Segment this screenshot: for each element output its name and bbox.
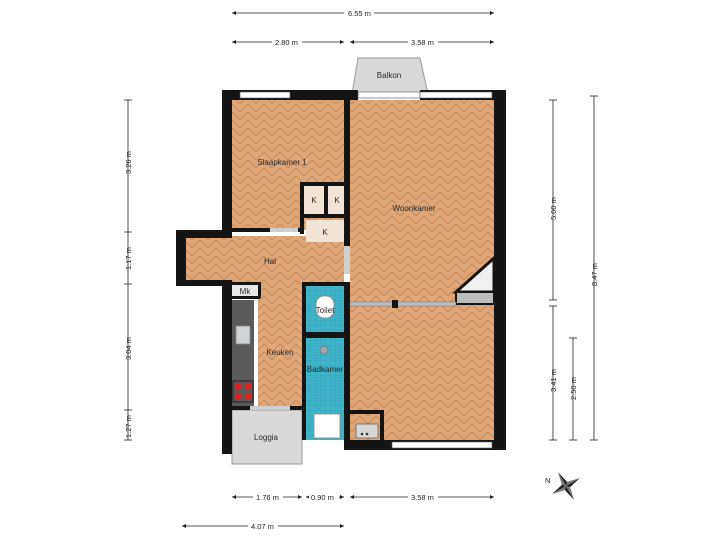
loggia-area — [231, 409, 303, 465]
dim-label-bottom-total: 4.07 m — [251, 522, 274, 531]
room-label-keuken: Keuken — [266, 348, 293, 357]
k1-floor — [304, 186, 324, 214]
room-label-k1: K — [311, 196, 317, 205]
wall — [302, 332, 350, 338]
dim-label-bottom-2: 0.90 m — [311, 493, 334, 502]
dim-label-bg — [408, 492, 438, 502]
wall — [344, 282, 350, 440]
room-label-loggia: Loggia — [254, 433, 279, 442]
room-label-toilet: Toilet — [316, 306, 335, 315]
kitchen-counter — [232, 300, 254, 406]
dim-label-left-4: 1.27 m — [124, 415, 133, 438]
door — [344, 246, 350, 274]
wall — [392, 300, 398, 308]
wall — [494, 90, 506, 450]
woonkamer-floor — [350, 100, 494, 306]
wall — [232, 282, 260, 285]
wall — [302, 282, 350, 286]
wall — [222, 90, 232, 232]
dim-label-right-total: 8.47 m — [590, 263, 599, 286]
wall — [300, 214, 346, 218]
room-label-slaapkamer: Slaapkamer 1 — [257, 158, 307, 167]
dim-label-top-right: 3.58 m — [411, 38, 434, 47]
toilet-bowl — [315, 295, 335, 319]
dim-label-bg — [248, 521, 278, 531]
wall — [302, 282, 306, 440]
room-label-hal: Hal — [264, 257, 276, 266]
dim-label-bg — [344, 8, 374, 18]
compass-north-label: N — [545, 476, 550, 485]
meter-box — [355, 423, 379, 439]
hal-floor — [186, 236, 344, 284]
dim-label-bg — [408, 37, 438, 47]
stove-burner — [244, 392, 252, 400]
wall — [176, 280, 222, 286]
compass-icon — [552, 472, 580, 500]
wall — [222, 410, 232, 454]
room-label-mk: Mk — [240, 287, 252, 296]
wall — [222, 280, 232, 410]
dim-label-top-total: 6.55 m — [348, 9, 371, 18]
dim-label-right-1: 5.00 m — [549, 197, 558, 220]
meter-dot — [365, 432, 369, 436]
wall — [300, 182, 346, 186]
door — [250, 406, 290, 410]
wall — [258, 282, 261, 298]
room-label-badkamer: Badkamer — [307, 365, 344, 374]
stove-burner — [234, 382, 242, 390]
room-label-k3: K — [322, 228, 328, 237]
dim-label-left-3: 3.04 m — [124, 337, 133, 360]
dim-label-top-left: 2.80 m — [275, 38, 298, 47]
glass-partition — [349, 301, 457, 307]
k2-floor — [328, 186, 346, 214]
room-label-k2: K — [334, 196, 340, 205]
dim-label-right-3: 2.50 m — [569, 377, 578, 400]
stove-burner — [244, 382, 252, 390]
wall — [176, 230, 232, 238]
dim-label-bg — [253, 492, 283, 502]
stove — [232, 380, 254, 403]
dim-label-bg — [309, 492, 339, 502]
wall — [380, 410, 384, 440]
corner-closet-box — [455, 291, 495, 305]
meter-dot — [360, 432, 364, 436]
dim-label-bg — [272, 37, 302, 47]
window — [239, 91, 291, 99]
keuken-floor — [258, 284, 302, 408]
dim-label-right-2: 3.41 m — [549, 369, 558, 392]
room-label-woonkamer: Woonkamer — [393, 204, 436, 213]
woonkamer-lower-floor — [350, 306, 494, 440]
sink — [235, 325, 251, 345]
wall — [300, 182, 304, 234]
room-label-balkon: Balkon — [377, 71, 401, 80]
dim-label-bottom-3: 3.58 m — [411, 493, 434, 502]
window — [419, 91, 493, 99]
mk-floor — [232, 284, 258, 298]
dim-label-left-1: 3.26 m — [124, 151, 133, 174]
shower-drain — [319, 345, 329, 355]
wall — [344, 96, 350, 274]
dim-label-bottom-1: 1.76 m — [256, 493, 279, 502]
washing-machine — [313, 413, 341, 439]
k3-floor — [306, 220, 344, 242]
door — [270, 228, 298, 232]
window — [391, 441, 493, 449]
wall — [176, 230, 186, 286]
wall — [344, 410, 384, 414]
wall — [324, 182, 328, 216]
wall — [232, 228, 304, 232]
dim-label-left-2: 1.17 m — [124, 247, 133, 270]
wall — [232, 296, 260, 299]
window — [357, 91, 421, 99]
stove-burner — [234, 392, 242, 400]
